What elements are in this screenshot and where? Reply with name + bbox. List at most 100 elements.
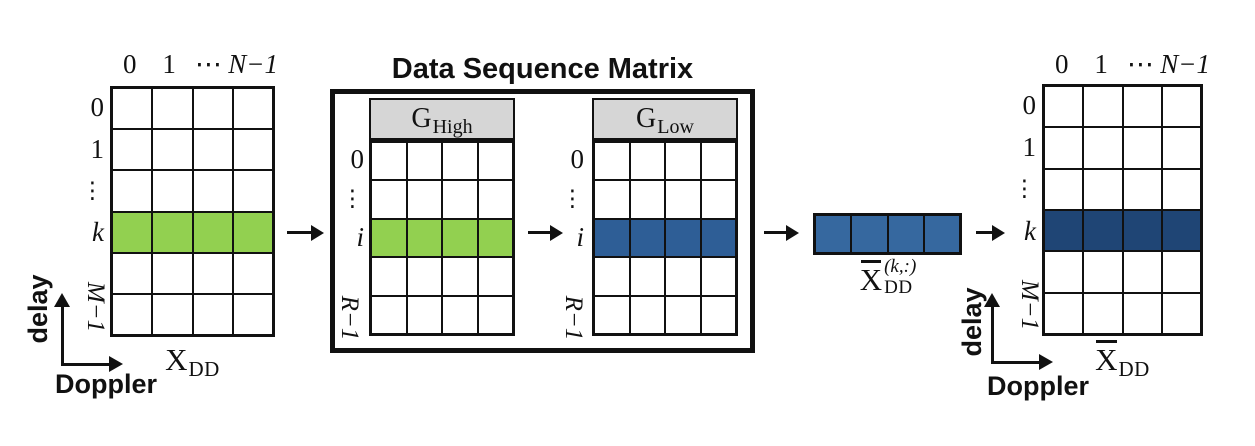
right-matrix-caption: X DD [1042,340,1203,381]
matrix-cell [666,296,700,333]
row-label-ellipsis: ⋮ [81,178,104,203]
row-label-i: i [576,222,584,252]
g-low-base: G [636,103,657,134]
g-low-subscript: Low [657,116,694,138]
matrix-cell [153,89,192,129]
matrix-cell-highlighted [630,219,664,257]
matrix-cell [113,89,152,129]
row-label: 1 [1022,131,1037,162]
matrix-cell [478,181,512,218]
rotated-row-label-m-minus-1: M−1 [1016,279,1043,331]
row-label: 0 [350,144,365,174]
row-label: 0 [570,144,585,174]
matrix-cell [372,143,406,180]
row-vector-caption: X (k,:) DD [793,256,983,299]
caption-superscript: (k,:) [884,256,917,277]
matrix-cell-highlighted [233,212,272,252]
axis-delay-label: delay [956,287,987,357]
col-label: N−1 [228,49,278,79]
matrix-cell [443,143,477,180]
flow-arrow [287,231,311,234]
matrix-cell [701,181,735,218]
mapped-delay-doppler-matrix-grid [1042,84,1203,336]
axis-vertical-line [61,306,64,366]
matrix-cell [595,181,629,218]
axis-doppler-label: Doppler [986,371,1089,401]
matrix-cell [701,258,735,295]
matrix-cell [193,253,232,293]
matrix-cell [1123,252,1161,292]
matrix-cell [1123,169,1161,209]
matrix-cell [372,181,406,218]
matrix-cell [407,258,441,295]
matrix-cell [1084,128,1122,168]
col-label: ⋯ [195,49,223,79]
axis-doppler-label: Doppler [54,369,157,399]
matrix-cell [113,253,152,293]
col-label: 0 [1054,49,1069,79]
matrix-cell-highlighted [1045,210,1083,251]
matrix-cell [233,89,272,129]
axis-delay-label: delay [22,274,53,344]
matrix-cell [630,258,664,295]
matrix-cell [153,253,192,293]
matrix-cell-highlighted [595,219,629,257]
matrix-cell [1162,169,1200,209]
matrix-cell [701,143,735,180]
matrix-cell [113,171,152,211]
matrix-cell-highlighted [1123,210,1161,251]
matrix-cell [372,258,406,295]
matrix-cell [478,143,512,180]
flow-arrow [764,231,786,234]
rotated-row-label-m-minus-1: M−1 [82,281,109,333]
matrix-cell [630,143,664,180]
caption-subscript: DD [1118,357,1150,381]
col-label: 0 [122,49,137,79]
matrix-cell [478,258,512,295]
matrix-cell [1084,293,1122,333]
left-matrix-column-labels: 0 1 ⋯ N−1 [110,48,278,80]
right-matrix-column-labels: 0 1 ⋯ N−1 [1042,48,1210,80]
axis-up-arrowhead [984,293,1000,307]
matrix-cell [1084,252,1122,292]
matrix-cell [233,171,272,211]
g-high-base: G [411,103,432,134]
matrix-cell-highlighted [666,219,700,257]
axis-horizontal-line [61,363,111,366]
matrix-cell-highlighted [372,219,406,257]
matrix-cell-highlighted [478,219,512,257]
matrix-cell-highlighted [1084,210,1122,251]
axis-right-arrowhead [1039,354,1053,370]
matrix-cell [233,294,272,334]
matrix-cell-highlighted [701,219,735,257]
matrix-cell [153,130,192,170]
matrix-cell-highlighted [1162,210,1200,251]
matrix-cell [113,294,152,334]
matrix-cell [666,181,700,218]
row-label-ellipsis: ⋮ [561,185,584,211]
row-label-i: i [356,222,364,252]
col-label: 1 [162,49,176,79]
g-high-subscript: High [432,116,473,138]
caption-base-overbar: X [1095,340,1118,377]
axis-up-arrowhead [54,293,70,307]
caption-base: X [165,342,188,377]
col-label: 1 [1094,49,1108,79]
data-sequence-matrix-title: Data Sequence Matrix [391,53,694,85]
matrix-cell [666,258,700,295]
delay-doppler-matrix-grid [110,86,275,337]
matrix-cell-highlighted [924,216,959,252]
matrix-cell [407,181,441,218]
matrix-cell-highlighted [153,212,192,252]
row-label: 0 [1022,89,1037,120]
axis-vertical-line [991,306,994,364]
g-high-matrix-grid [369,140,515,336]
matrix-cell-highlighted [407,219,441,257]
matrix-cell-highlighted [816,216,851,252]
matrix-cell [478,296,512,333]
matrix-cell [1045,293,1083,333]
matrix-cell [595,258,629,295]
matrix-cell [407,143,441,180]
matrix-cell [233,130,272,170]
